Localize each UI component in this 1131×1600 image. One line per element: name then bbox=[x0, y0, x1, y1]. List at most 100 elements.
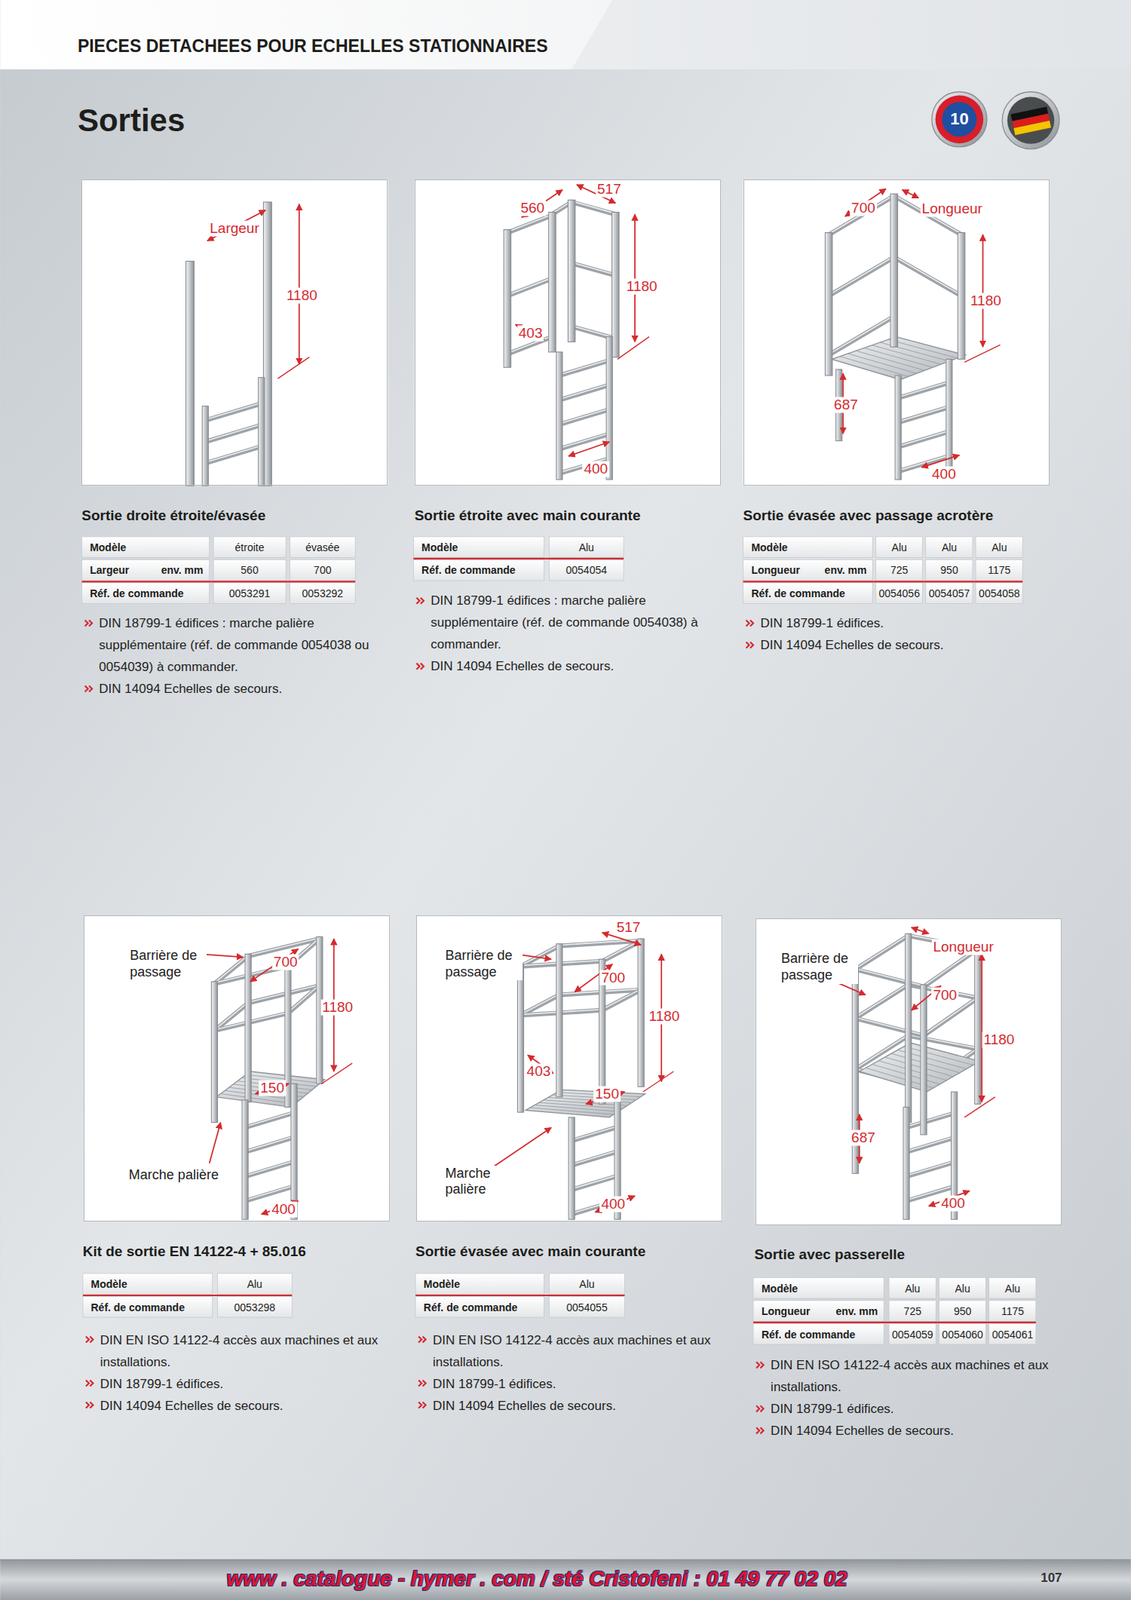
dimension-label: Longueur bbox=[920, 201, 984, 218]
footer-watermark: www . catalogue - hymer . com / sté Cris… bbox=[226, 1566, 847, 1591]
table-cell-bg bbox=[82, 559, 210, 581]
dimension-label: 700 bbox=[931, 986, 959, 1003]
dimension-label: 400 bbox=[599, 1196, 627, 1213]
rail-highlight bbox=[571, 262, 616, 275]
note-text: DIN 14094 Echelles de secours. bbox=[760, 634, 1050, 656]
extension-line bbox=[277, 357, 310, 379]
dimension-label: 560 bbox=[518, 199, 546, 216]
ladder-post bbox=[556, 352, 563, 480]
dimension-label: 400 bbox=[939, 1195, 967, 1211]
warranty-badge-red bbox=[935, 95, 984, 145]
table-cell-bg bbox=[753, 1277, 884, 1299]
ladder-post bbox=[974, 947, 981, 1104]
table-cell: 950 bbox=[940, 563, 958, 577]
bullet-chevron bbox=[85, 1401, 93, 1408]
leader-line bbox=[209, 1122, 221, 1164]
rail-highlight bbox=[571, 201, 616, 214]
rail-bar bbox=[571, 263, 616, 276]
rail-highlight bbox=[855, 968, 924, 987]
table-cell: évasée bbox=[305, 541, 340, 554]
note-text: DIN EN ISO 14122-4 accès aux machines et… bbox=[432, 1329, 722, 1374]
rail-bar bbox=[828, 257, 895, 296]
ladder-post bbox=[556, 944, 563, 1098]
table-cell: 725 bbox=[890, 563, 908, 577]
ladder-post bbox=[211, 981, 218, 1123]
extension-line bbox=[321, 1063, 353, 1084]
ladder-illustrations bbox=[82, 179, 1062, 1225]
product-name: Sortie droite étroite/évasée bbox=[81, 507, 266, 525]
rail-highlight bbox=[898, 406, 950, 422]
dimension-label: 150 bbox=[593, 1085, 621, 1102]
rail-highlight bbox=[245, 1136, 295, 1151]
ladder-post bbox=[567, 199, 575, 342]
grating-line bbox=[855, 350, 925, 371]
rail-bar bbox=[855, 935, 908, 970]
table-cell-bg bbox=[989, 1323, 1036, 1345]
callout-label: Barrière de passage bbox=[128, 947, 207, 981]
extension-line bbox=[617, 337, 650, 360]
ladder-post bbox=[894, 375, 902, 480]
dimension-label: 687 bbox=[832, 397, 860, 414]
ladder-post bbox=[503, 229, 511, 368]
table-cell: 0054061 bbox=[992, 1328, 1034, 1341]
callout-label: Barrière de passage bbox=[779, 950, 859, 984]
table-cell: 0054059 bbox=[891, 1328, 934, 1341]
product-name: Sortie avec passerelle bbox=[754, 1246, 905, 1263]
made-in-germany-badge bbox=[1002, 91, 1060, 150]
dimension-label: 1180 bbox=[982, 1032, 1017, 1049]
table-cell-bg bbox=[875, 559, 923, 581]
rail-bar bbox=[245, 1161, 295, 1177]
dimension-arrow bbox=[982, 234, 984, 347]
footer-band bbox=[0, 1559, 1131, 1600]
panel-ground bbox=[742, 179, 1049, 486]
table-row-label: Réf. de commande bbox=[89, 587, 184, 600]
leader-line bbox=[493, 1127, 552, 1166]
rail-bar bbox=[906, 1112, 955, 1128]
dimension-label: 1180 bbox=[968, 293, 1003, 310]
table-cell-bg bbox=[548, 1273, 625, 1295]
table-cell-bg bbox=[82, 1273, 213, 1295]
rail-highlight bbox=[559, 408, 610, 424]
table-cell-bg bbox=[548, 1296, 625, 1318]
dimension-label: Largeur bbox=[208, 220, 261, 237]
dimension-label: 403 bbox=[525, 1063, 553, 1080]
rail-highlight bbox=[245, 1161, 295, 1176]
header-shade bbox=[571, 0, 1131, 70]
table-row-label: Modèle bbox=[423, 1278, 460, 1291]
table-rule bbox=[82, 580, 356, 583]
rail-highlight bbox=[205, 402, 261, 420]
table-cell-bg bbox=[290, 582, 356, 604]
dimension-label: 403 bbox=[517, 325, 545, 342]
rail-highlight bbox=[288, 984, 320, 1013]
table-cell: 0054054 bbox=[565, 563, 607, 577]
rail-bar bbox=[855, 1018, 924, 1036]
rail-highlight bbox=[571, 325, 616, 338]
table-cell-bg bbox=[213, 559, 286, 581]
dimension-arrow bbox=[902, 190, 920, 199]
rail-highlight bbox=[559, 432, 610, 448]
table-row-label: Modèle bbox=[761, 1282, 798, 1295]
ladder-post bbox=[517, 964, 524, 1113]
dimension-label: 150 bbox=[258, 1079, 286, 1096]
illustration-panel: Barrière de passage7001180150Marche pali… bbox=[83, 915, 390, 1222]
note-text: DIN 18799-1 édifices. bbox=[100, 1373, 390, 1395]
rail-bar bbox=[894, 257, 962, 296]
table-cell: Alu bbox=[941, 541, 957, 554]
table-cell-bg bbox=[888, 1323, 936, 1345]
table-unit: env. mm bbox=[824, 563, 868, 577]
grating-line bbox=[885, 1057, 954, 1077]
rail-highlight bbox=[507, 277, 553, 295]
rail-highlight bbox=[906, 1161, 955, 1176]
table-cell: 0053292 bbox=[302, 587, 344, 600]
table-cell-bg bbox=[938, 1300, 986, 1322]
table-cell-bg bbox=[742, 582, 873, 604]
grating-line bbox=[904, 1046, 974, 1066]
table-row-label: Longueur bbox=[750, 563, 800, 577]
table-rule bbox=[415, 1294, 625, 1297]
ladder-post bbox=[903, 1106, 910, 1220]
table-row-label: Réf. de commande bbox=[90, 1301, 184, 1314]
rail-highlight bbox=[828, 195, 895, 234]
bullet-chevron bbox=[418, 1379, 426, 1386]
platform-grating bbox=[216, 1071, 325, 1107]
rail-highlight bbox=[855, 934, 908, 969]
